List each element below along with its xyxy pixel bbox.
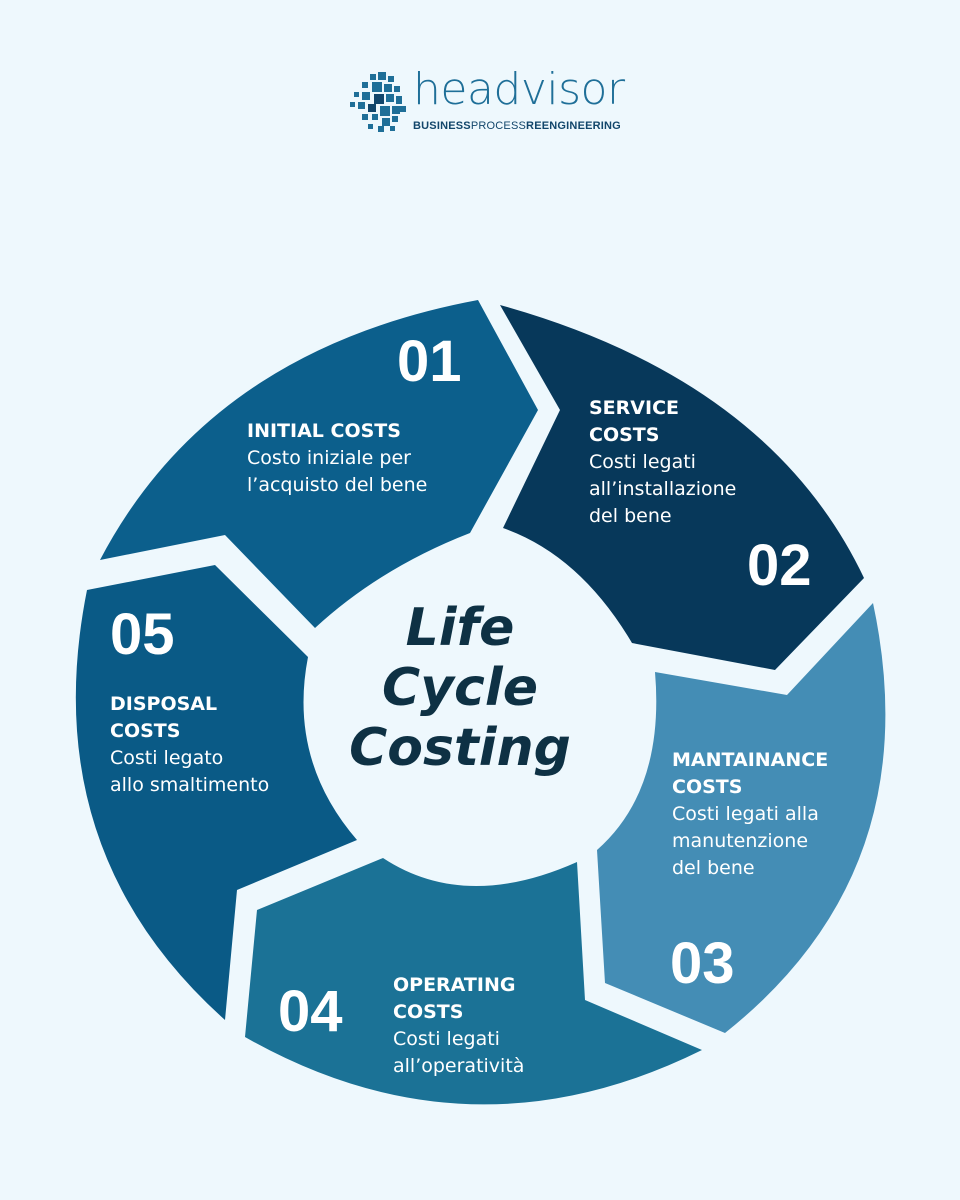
stage-03-title-line2: COSTS xyxy=(672,776,743,798)
stage-05-desc-line1: Costi legato xyxy=(110,747,224,769)
stage-04-desc-line2: all’operatività xyxy=(393,1055,525,1077)
segment-05 xyxy=(75,565,357,1020)
stage-02-title-line2: COSTS xyxy=(589,424,660,446)
stage-03-number: 03 xyxy=(670,931,735,996)
stage-01-title: INITIAL COSTS xyxy=(247,420,401,442)
center-title: Life Cycle Costing xyxy=(310,598,610,778)
stage-04-desc-line1: Costi legati xyxy=(393,1028,500,1050)
stage-02-number: 02 xyxy=(747,533,812,598)
stage-03-desc-line3: del bene xyxy=(672,857,755,879)
logo-tagline: BUSINESSPROCESSREENGINEERING xyxy=(413,120,621,132)
center-title-line1: Life xyxy=(405,598,515,658)
stage-02-text: SERVICE COSTS Costi legati all’installaz… xyxy=(589,395,736,530)
stage-01-text: INITIAL COSTS Costo iniziale per l’acqui… xyxy=(247,418,427,499)
center-title-line3: Costing xyxy=(349,718,571,778)
stage-01-desc-line2: l’acquisto del bene xyxy=(247,474,428,496)
stage-03-text: MANTAINANCE COSTS Costi legati alla manu… xyxy=(672,747,828,882)
stage-05-text: DISPOSAL COSTS Costi legato allo smaltim… xyxy=(110,691,269,799)
stage-02-desc-line2: all’installazione xyxy=(589,478,737,500)
stage-05-number: 05 xyxy=(110,602,175,667)
stage-05-title-line1: DISPOSAL xyxy=(110,693,218,715)
segment-03 xyxy=(597,603,886,1033)
stage-03-desc-line1: Costi legati alla xyxy=(672,803,819,825)
stage-04-number: 04 xyxy=(278,979,343,1044)
stage-04-title-line1: OPERATING xyxy=(393,974,516,996)
segment-02 xyxy=(500,305,864,670)
logo-wordmark: headvisor xyxy=(413,64,625,115)
segment-01 xyxy=(100,300,538,628)
pixel-head-icon xyxy=(350,72,406,132)
stage-03-title-line1: MANTAINANCE xyxy=(672,749,829,771)
stage-02-desc-line3: del bene xyxy=(589,505,672,527)
stage-01-number: 01 xyxy=(397,329,462,394)
stage-03-desc-line2: manutenzione xyxy=(672,830,809,852)
stage-05-title-line2: COSTS xyxy=(110,720,181,742)
stage-02-desc-line1: Costi legati xyxy=(589,451,696,473)
headvisor-logo: headvisor BUSINESSPROCESSREENGINEERING xyxy=(350,64,625,140)
stage-04-title-line2: COSTS xyxy=(393,1001,464,1023)
stage-01-desc-line1: Costo iniziale per xyxy=(247,447,411,469)
segment-04 xyxy=(245,858,702,1105)
center-title-line2: Cycle xyxy=(382,658,538,718)
stage-04-text: OPERATING COSTS Costi legati all’operati… xyxy=(393,972,524,1080)
stage-05-desc-line2: allo smaltimento xyxy=(110,774,270,796)
stage-02-title-line1: SERVICE xyxy=(589,397,679,419)
